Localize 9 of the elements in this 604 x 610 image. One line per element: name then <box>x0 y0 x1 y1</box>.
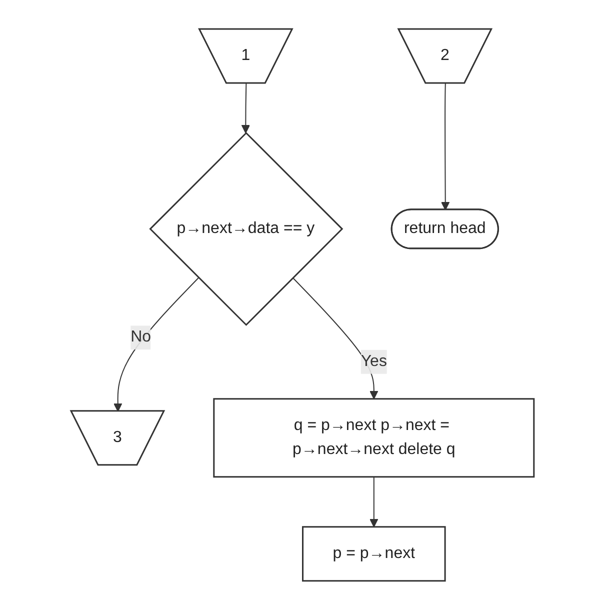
edge-label: Yes <box>360 352 387 370</box>
node-box: p = p→next <box>302 526 446 582</box>
node-diamond: p→next→data == y <box>148 132 343 326</box>
node-box: q = p→next p→next = p→next→next delete q <box>212 398 534 478</box>
arrow <box>440 83 450 210</box>
arrow <box>240 83 250 134</box>
edge-label: No <box>130 328 151 346</box>
arrow <box>369 476 378 528</box>
arrow <box>113 277 199 412</box>
